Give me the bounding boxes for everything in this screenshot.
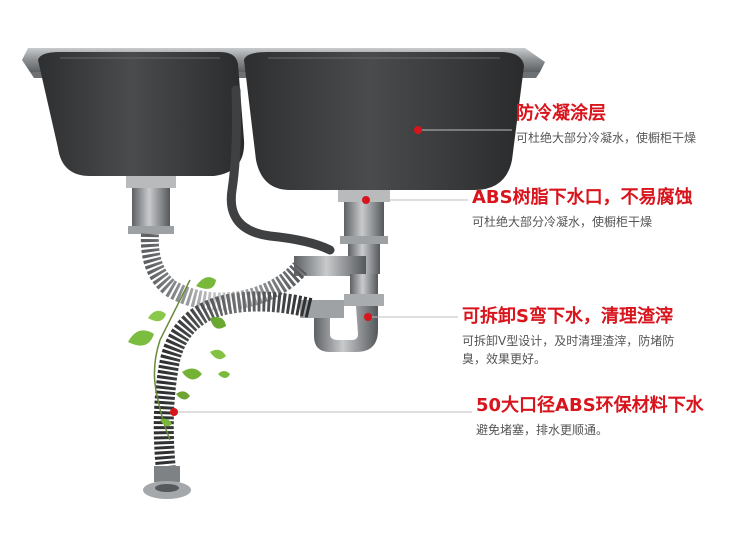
- callout-title: 可拆卸S弯下水，清理渣滓: [462, 306, 673, 327]
- leader-lines: [174, 129, 512, 413]
- callout-description: 避免堵塞，排水更顺通。: [476, 423, 609, 437]
- callout-title: 防冷凝涂层: [516, 103, 606, 124]
- left-drain-basket: [126, 176, 176, 234]
- left-corrugated-hose: [140, 233, 307, 311]
- callout-abs-drain: ABS树脂下水口，不易腐蚀 可杜绝大部分冷凝水，使橱柜干燥: [472, 187, 742, 231]
- callout-title: ABS树脂下水口，不易腐蚀: [472, 187, 693, 208]
- callout-description: 可杜绝大部分冷凝水，使橱柜干燥: [472, 215, 653, 229]
- callout-description: 可杜绝大部分冷凝水，使橱柜干燥: [516, 131, 697, 145]
- callout-s-trap: 可拆卸S弯下水，清理渣滓 可拆卸V型设计，及时清理渣滓，防堵防臭，效果更好。: [462, 306, 742, 368]
- overflow-hose: [226, 85, 335, 255]
- s-trap-assembly: [294, 244, 384, 352]
- left-sink-bowl: [38, 52, 245, 176]
- floor-flange: [143, 466, 191, 499]
- right-sink-bowl: [244, 52, 524, 190]
- main-corrugated-hose: [153, 291, 313, 471]
- callout-title: 50大口径ABS环保材料下水: [476, 395, 704, 416]
- vine-leaves: [128, 277, 230, 441]
- right-drain-basket: [338, 190, 390, 244]
- callout-anti-condensation: 防冷凝涂层 可杜绝大部分冷凝水，使橱柜干燥: [516, 103, 741, 147]
- callout-description: 可拆卸V型设计，及时清理渣滓，防堵防臭，效果更好。: [462, 334, 675, 366]
- leader-dots: [170, 126, 422, 416]
- callout-large-drain-pipe: 50大口径ABS环保材料下水 避免堵塞，排水更顺通。: [476, 395, 746, 439]
